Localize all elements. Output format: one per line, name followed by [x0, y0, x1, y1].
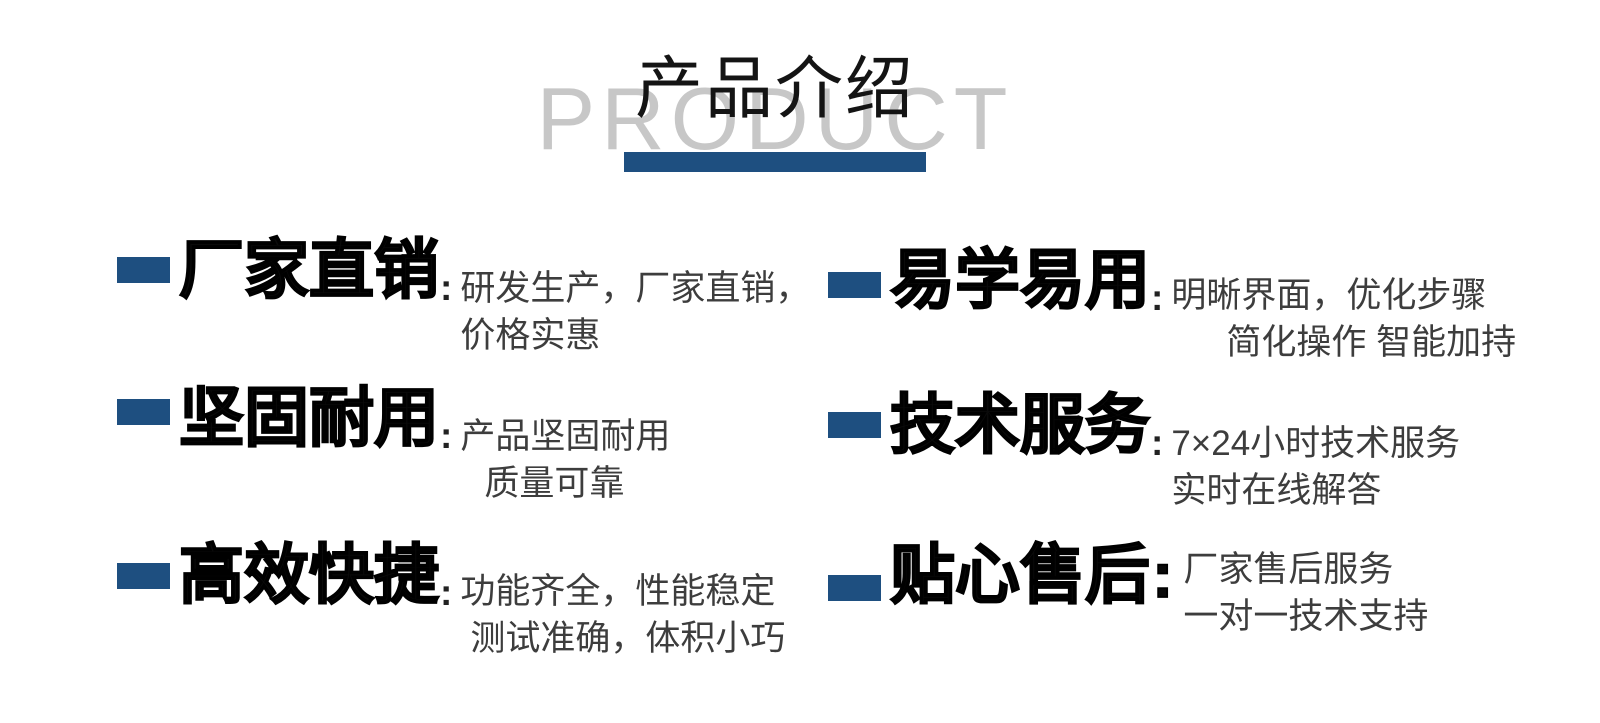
desc-line-2: 测试准确，体积小巧 — [470, 619, 786, 658]
feature-description: 厂家售后服务 一对一技术支持 — [1183, 546, 1428, 640]
desc-line-2: 质量可靠 — [484, 464, 625, 503]
desc-line-1: 明晰界面，优化步骤 — [1171, 276, 1487, 315]
feature-colon: : — [440, 267, 453, 308]
desc-line-2: 实时在线解答 — [1171, 471, 1382, 510]
page-title: 产品介绍 — [634, 51, 915, 127]
desc-line-2: 价格实惠 — [460, 316, 601, 355]
bullet-bar-icon — [117, 399, 170, 425]
feature-title: 技术服务 — [889, 387, 1151, 462]
feature-title: 易学易用 — [889, 242, 1151, 317]
feature-description: 功能齐全，性能稳定 测试准确，体积小巧 — [460, 568, 785, 662]
feature-description: 研发生产，厂家直销， 价格实惠 — [460, 265, 810, 359]
bullet-bar-icon — [117, 257, 170, 283]
bullet-bar-icon — [828, 412, 881, 438]
desc-line-1: 产品坚固耐用 — [460, 417, 671, 456]
bullet-bar-icon — [828, 575, 881, 601]
feature-colon: : — [1151, 538, 1174, 612]
feature-item-durable: 坚固耐用 : 产品坚固耐用 质量可靠 — [117, 380, 670, 507]
feature-colon: : — [1151, 277, 1164, 318]
header: PRODUCT 产品介绍 — [0, 0, 1550, 190]
feature-item-easy-to-use: 易学易用 : 明晰界面，优化步骤 简化操作 智能加持 — [828, 242, 1516, 366]
page-title-english: PRODUCT — [536, 69, 1014, 168]
desc-line-1: 研发生产，厂家直销， — [460, 269, 811, 308]
desc-line-1: 功能齐全，性能稳定 — [460, 572, 776, 611]
desc-line-1: 厂家售后服务 — [1183, 550, 1394, 589]
feature-item-factory-direct: 厂家直销 : 研发生产，厂家直销， 价格实惠 — [117, 232, 810, 359]
feature-description: 产品坚固耐用 质量可靠 — [460, 413, 670, 507]
feature-title: 坚固耐用 — [178, 380, 440, 455]
feature-item-efficient: 高效快捷 : 功能齐全，性能稳定 测试准确，体积小巧 — [117, 537, 785, 662]
feature-description: 明晰界面，优化步骤 简化操作 智能加持 — [1171, 272, 1516, 366]
feature-description: 7×24小时技术服务 实时在线解答 — [1171, 420, 1460, 514]
desc-line-2: 简化操作 智能加持 — [1226, 323, 1517, 362]
feature-colon: : — [440, 415, 453, 456]
desc-line-2: 一对一技术支持 — [1183, 597, 1429, 636]
feature-colon: : — [1151, 422, 1164, 463]
feature-item-tech-service: 技术服务 : 7×24小时技术服务 实时在线解答 — [828, 387, 1460, 514]
feature-title: 贴心售后 — [889, 537, 1151, 612]
feature-item-after-sales: 贴心售后 : 厂家售后服务 一对一技术支持 — [828, 537, 1428, 640]
bullet-bar-icon — [828, 272, 881, 298]
title-underline-bar — [624, 152, 926, 172]
feature-title: 厂家直销 — [178, 232, 440, 307]
feature-title: 高效快捷 — [178, 537, 440, 612]
feature-colon: : — [440, 572, 453, 613]
desc-line-1: 7×24小时技术服务 — [1171, 424, 1461, 463]
bullet-bar-icon — [117, 563, 170, 589]
